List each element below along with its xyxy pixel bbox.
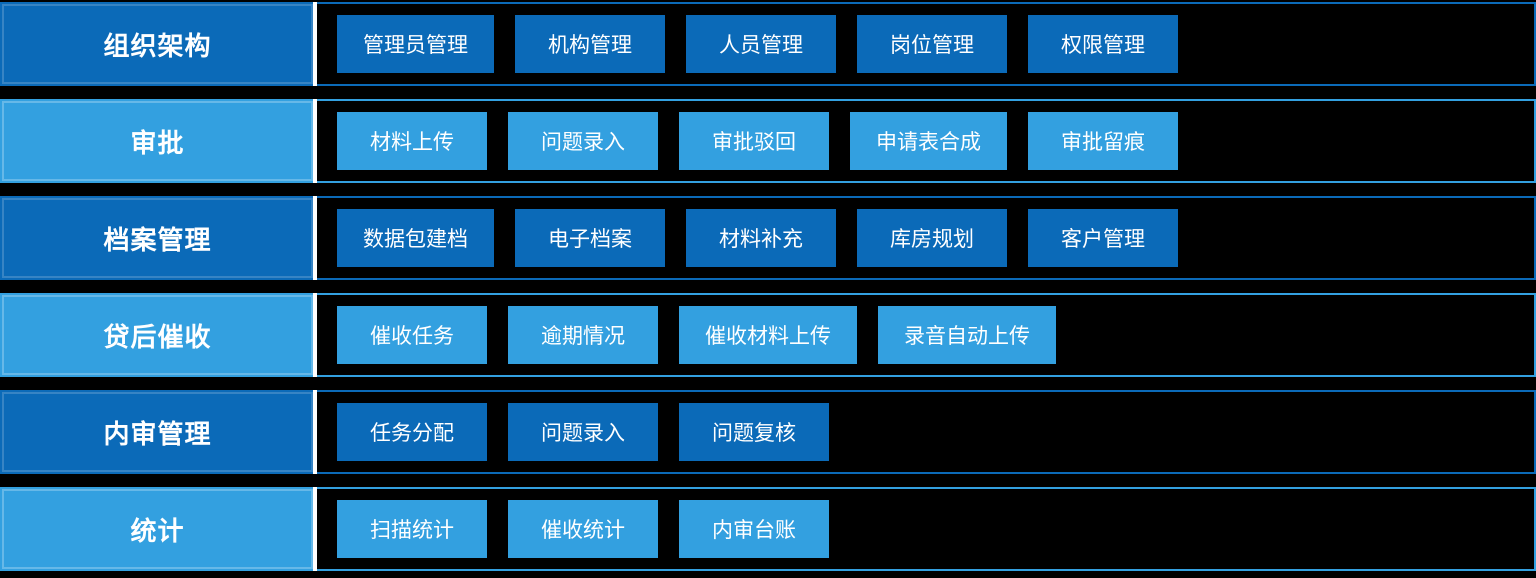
category-label-organization-structure: 组织架构 [2,4,313,84]
row-organization-structure: 组织架构 管理员管理 机构管理 人员管理 岗位管理 权限管理 [0,2,1536,86]
label-divider [313,293,317,377]
module-button-task-assignment[interactable]: 任务分配 [337,403,487,461]
module-button-collection-material-upload[interactable]: 催收材料上传 [679,306,857,364]
module-button-data-package-filing[interactable]: 数据包建档 [337,209,494,267]
module-button-post-management[interactable]: 岗位管理 [857,15,1007,73]
module-list-internal-audit-management: 任务分配 问题录入 问题复核 [317,392,1534,472]
module-button-overdue-status[interactable]: 逾期情况 [508,306,658,364]
module-button-electronic-archive[interactable]: 电子档案 [515,209,665,267]
module-button-recording-auto-upload[interactable]: 录音自动上传 [878,306,1056,364]
module-button-personnel-management[interactable]: 人员管理 [686,15,836,73]
module-list-approval: 材料上传 问题录入 审批驳回 申请表合成 审批留痕 [317,101,1534,181]
row-approval: 审批 材料上传 问题录入 审批驳回 申请表合成 审批留痕 [0,99,1536,183]
row-archive-management: 档案管理 数据包建档 电子档案 材料补充 库房规划 客户管理 [0,196,1536,280]
module-button-approval-trace[interactable]: 审批留痕 [1028,112,1178,170]
module-button-approval-rejection[interactable]: 审批驳回 [679,112,829,170]
module-button-issue-entry[interactable]: 问题录入 [508,112,658,170]
module-button-warehouse-planning[interactable]: 库房规划 [857,209,1007,267]
module-button-scan-statistics[interactable]: 扫描统计 [337,500,487,558]
row-statistics: 统计 扫描统计 催收统计 内审台账 [0,487,1536,571]
module-button-internal-audit-ledger[interactable]: 内审台账 [679,500,829,558]
module-button-collection-statistics[interactable]: 催收统计 [508,500,658,558]
module-button-application-form-synthesis[interactable]: 申请表合成 [850,112,1007,170]
row-post-loan-collection: 贷后催收 催收任务 逾期情况 催收材料上传 录音自动上传 [0,293,1536,377]
label-divider [313,99,317,183]
module-button-material-supplement[interactable]: 材料补充 [686,209,836,267]
label-divider [313,196,317,280]
module-button-material-upload[interactable]: 材料上传 [337,112,487,170]
module-button-issue-entry-audit[interactable]: 问题录入 [508,403,658,461]
module-list-post-loan-collection: 催收任务 逾期情况 催收材料上传 录音自动上传 [317,295,1534,375]
category-label-post-loan-collection: 贷后催收 [2,295,313,375]
category-label-approval: 审批 [2,101,313,181]
row-internal-audit-management: 内审管理 任务分配 问题录入 问题复核 [0,390,1536,474]
label-divider [313,390,317,474]
module-list-organization-structure: 管理员管理 机构管理 人员管理 岗位管理 权限管理 [317,4,1534,84]
category-label-archive-management: 档案管理 [2,198,313,278]
module-button-collection-task[interactable]: 催收任务 [337,306,487,364]
module-button-customer-management[interactable]: 客户管理 [1028,209,1178,267]
module-list-archive-management: 数据包建档 电子档案 材料补充 库房规划 客户管理 [317,198,1534,278]
module-button-issue-review[interactable]: 问题复核 [679,403,829,461]
module-list-statistics: 扫描统计 催收统计 内审台账 [317,489,1534,569]
module-button-permission-management[interactable]: 权限管理 [1028,15,1178,73]
module-button-admin-management[interactable]: 管理员管理 [337,15,494,73]
label-divider [313,2,317,86]
category-label-internal-audit-management: 内审管理 [2,392,313,472]
label-divider [313,487,317,571]
module-button-org-management[interactable]: 机构管理 [515,15,665,73]
category-label-statistics: 统计 [2,489,313,569]
